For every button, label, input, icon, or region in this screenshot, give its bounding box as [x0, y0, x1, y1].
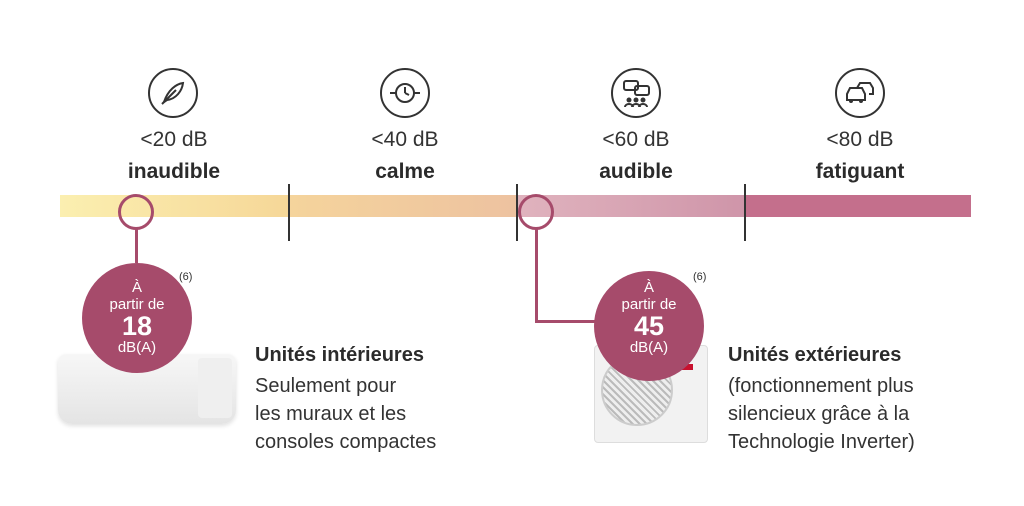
badge-line2: partir de	[109, 296, 165, 313]
outdoor-description: (fonctionnement plus silencieux grâce à …	[728, 372, 915, 456]
traffic-icon	[835, 68, 885, 118]
scale-divider	[744, 184, 746, 241]
badge-line1: À	[131, 279, 142, 296]
description-line: consoles compactes	[255, 431, 437, 453]
indoor-connector-line	[135, 229, 138, 263]
feather-icon	[148, 68, 198, 118]
level-80: <80 dB	[826, 128, 894, 151]
level-60: <60 dB	[602, 128, 670, 151]
label-audible: audible	[599, 160, 673, 183]
watch-icon	[380, 68, 430, 118]
outdoor-title: Unités extérieures	[728, 344, 902, 366]
indoor-footnote: (6)	[179, 271, 193, 283]
badge-line2: partir de	[621, 296, 677, 313]
description-line: les muraux et les	[255, 403, 407, 425]
outdoor-marker-ring	[518, 194, 554, 230]
badge-line1: À	[643, 279, 654, 296]
badge-value: 18	[121, 311, 153, 341]
outdoor-connector-line	[535, 320, 605, 323]
label-calme: calme	[375, 160, 435, 183]
badge-unit: dB(A)	[117, 339, 157, 356]
badge-unit: dB(A)	[629, 339, 669, 356]
indoor-marker-ring	[118, 194, 154, 230]
description-line: Technologie Inverter)	[728, 431, 915, 453]
description-line: (fonctionnement plus	[728, 375, 914, 397]
outdoor-footnote: (6)	[693, 271, 707, 283]
description-line: silencieux grâce à la	[728, 403, 910, 425]
label-inaudible: inaudible	[127, 160, 221, 183]
label-fatiguant: fatiguant	[815, 160, 905, 183]
bar-segment-fatiguant	[745, 195, 971, 217]
indoor-description: Seulement pour les muraux et les console…	[255, 372, 436, 456]
bar-segment-audible	[517, 195, 745, 217]
bar-segment-inaudible	[60, 195, 289, 217]
level-20: <20 dB	[140, 128, 208, 151]
description-line: Seulement pour	[255, 375, 397, 397]
conversation-icon	[611, 68, 661, 118]
level-40: <40 dB	[371, 128, 439, 151]
outdoor-noise-badge: À partir de 45 dB(A)	[594, 271, 704, 381]
badge-value: 45	[633, 311, 665, 341]
outdoor-connector-line	[535, 229, 538, 323]
bar-segment-calme	[289, 195, 517, 217]
scale-divider	[288, 184, 290, 241]
scale-divider	[516, 184, 518, 241]
indoor-title: Unités intérieures	[255, 344, 424, 366]
indoor-noise-badge: À partir de 18 dB(A)	[82, 263, 192, 373]
